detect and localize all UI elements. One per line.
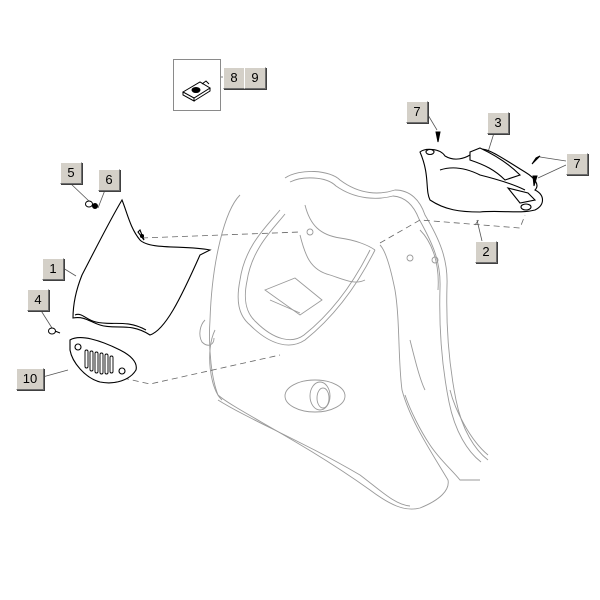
screw-5-6 [85,200,98,209]
callout-7-top[interactable]: 7 [406,101,428,123]
screw-4 [48,327,61,335]
callout-5[interactable]: 5 [60,162,82,184]
assembly-lines [122,214,526,385]
leg-shield-ghost [199,171,489,510]
callout-10[interactable]: 10 [16,368,44,390]
clip-nut-inset-frame [173,59,221,111]
part-10-grille [69,337,137,384]
callout-8[interactable]: 8 [223,67,245,89]
callout-7-right[interactable]: 7 [566,153,588,175]
part-2-3-handlebar-cover [419,147,544,213]
callout-2[interactable]: 2 [475,241,497,263]
callout-3[interactable]: 3 [487,112,509,134]
callout-4[interactable]: 4 [27,289,49,311]
screws-7 [435,131,541,187]
callout-9[interactable]: 9 [244,67,266,89]
callout-1[interactable]: 1 [42,258,64,280]
part-1-panel [72,198,212,336]
callout-6[interactable]: 6 [98,169,120,191]
